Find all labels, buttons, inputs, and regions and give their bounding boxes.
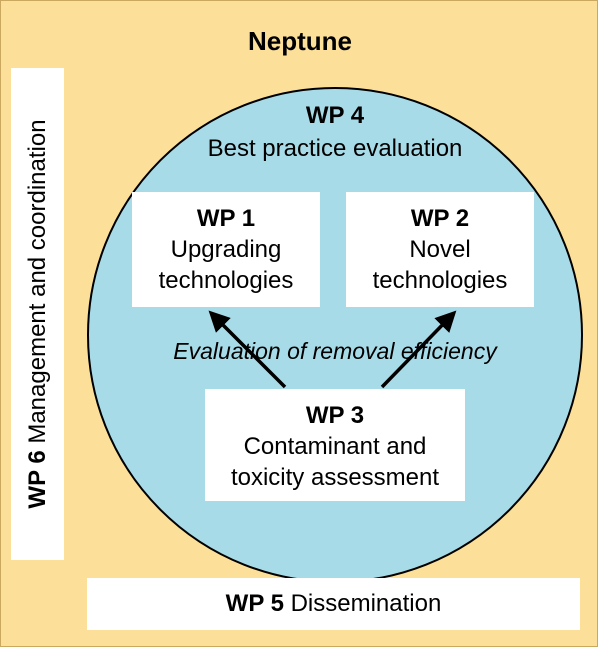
wp5-head: WP 5 — [225, 590, 284, 617]
wp3-box: WP 3 Contaminant and toxicity assessment — [205, 389, 465, 501]
arrow-label: Evaluation of removal efficiency — [173, 338, 497, 364]
wp1-head: WP 1 — [196, 205, 256, 232]
arrow-wp3-to-wp2 — [380, 310, 457, 389]
wp1-box: WP 1 Upgrading technologies — [132, 192, 320, 307]
wp2-line1: Novel — [409, 236, 471, 263]
diagram-title: Neptune — [248, 26, 352, 56]
wp5-box: WP 5 Dissemination — [87, 578, 580, 630]
arrow-wp3-to-wp1 — [208, 310, 287, 389]
wp2-head: WP 2 — [410, 205, 470, 232]
wp2-box: WP 2 Novel technologies — [346, 192, 534, 307]
wp3-head: WP 3 — [305, 402, 365, 429]
wp1-line2: technologies — [158, 267, 294, 294]
wp4-head: WP 4 — [305, 102, 365, 129]
wp3-line1: Contaminant and — [243, 433, 427, 460]
wp6-box: WP 6 Management and coordination — [11, 68, 64, 560]
wp4-label: WP 4 Best practice evaluation — [150, 99, 520, 165]
wp3-line2: toxicity assessment — [230, 464, 440, 491]
wp2-line2: technologies — [372, 267, 508, 294]
wp4-text: Best practice evaluation — [207, 135, 463, 162]
wp5-text: Dissemination — [290, 590, 442, 617]
wp1-line1: Upgrading — [170, 236, 282, 263]
